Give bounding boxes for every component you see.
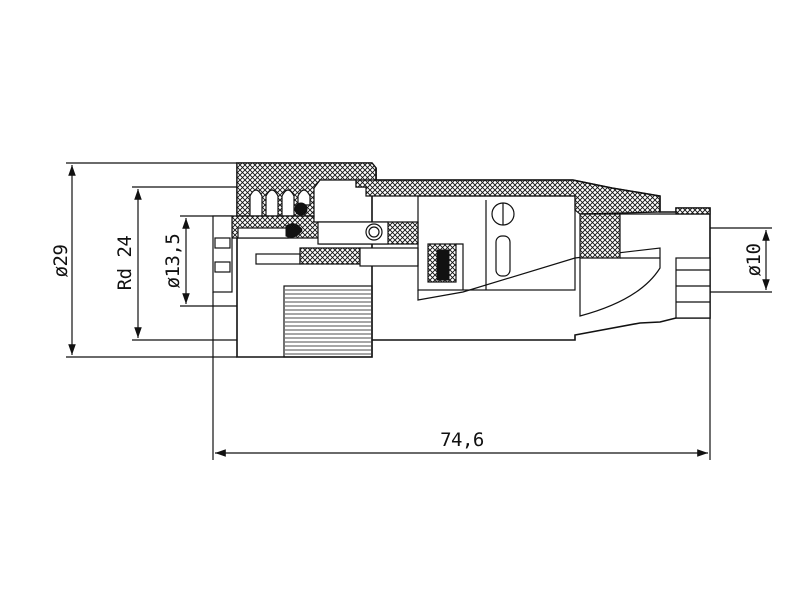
- retaining-clip: [285, 223, 303, 238]
- contact-pin-upper: [237, 227, 289, 239]
- contact-pin-lower: [255, 253, 301, 265]
- connector-body: [212, 162, 711, 358]
- set-screw: [365, 223, 383, 241]
- thread-label: Rd 24: [114, 236, 136, 291]
- thread-teeth: [249, 189, 311, 217]
- gland-sleeve: [417, 247, 661, 317]
- inner-diameter-label: ø13,5: [162, 234, 184, 289]
- clamp-insert: [436, 249, 450, 281]
- cable-end: [675, 257, 711, 319]
- o-ring-top: [294, 202, 308, 216]
- outer-diameter-label: ø29: [50, 245, 72, 278]
- knurled-grip: [283, 285, 373, 358]
- lower-carrier: [359, 247, 419, 267]
- cable-diameter-label: ø10: [743, 244, 765, 277]
- dimension-labels: ø29 Rd 24 ø13,5 ø10 74,6: [50, 234, 765, 451]
- overall-length-label: 74,6: [440, 429, 484, 451]
- strain-relief-frame: [417, 195, 576, 291]
- insert-face: [212, 215, 233, 293]
- dimension-lines: [66, 162, 772, 460]
- lower-hatch-block: [299, 247, 361, 265]
